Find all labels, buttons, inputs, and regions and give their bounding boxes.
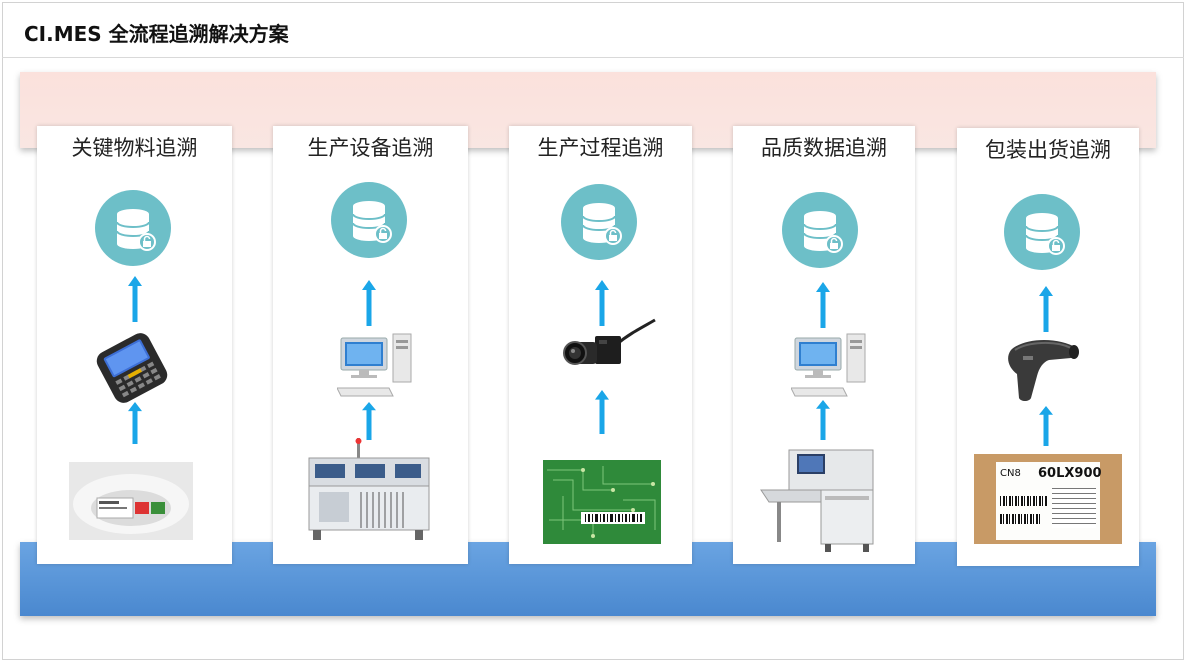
material-reel-photo (69, 462, 193, 540)
page-title: CI.MES 全流程追溯解决方案 (24, 22, 289, 46)
up-arrow-icon (128, 402, 142, 444)
label-model: 60LX900 (1038, 466, 1102, 481)
card-label: 关键物料追溯 (71, 136, 198, 160)
up-arrow-icon (128, 276, 142, 322)
computer-icon (337, 333, 412, 397)
label-barcode (1000, 514, 1040, 524)
up-arrow-icon (816, 400, 830, 440)
up-arrow-icon (362, 280, 376, 326)
title-bar: CI.MES 全流程追溯解决方案 (2, 2, 1184, 58)
up-arrow-icon (1039, 286, 1053, 332)
computer-icon (791, 333, 866, 397)
card-label: 包装出货追溯 (985, 138, 1111, 162)
label-barcode (1000, 496, 1048, 506)
card-production-process: 生产过程追溯 (509, 126, 692, 564)
database-lock-icon (561, 184, 637, 260)
shipping-label: CN8 60LX900 (996, 462, 1102, 540)
industrial-camera-icon (563, 318, 656, 365)
label-code: CN8 (1000, 468, 1021, 479)
card-quality-data: 品质数据追溯 (733, 126, 915, 564)
database-lock-icon (331, 182, 407, 258)
aoi-inspection-machine-photo (760, 449, 874, 552)
up-arrow-icon (1039, 406, 1053, 446)
card-key-material: 关键物料追溯 (37, 126, 232, 564)
up-arrow-icon (362, 402, 376, 440)
label-text-lines (1052, 488, 1096, 528)
up-arrow-icon (595, 390, 609, 434)
pda-scanner-icon (96, 333, 168, 403)
shipping-carton-photo: CN8 60LX900 (974, 454, 1122, 544)
database-lock-icon (1004, 194, 1080, 270)
database-lock-icon (95, 190, 171, 266)
card-label: 生产设备追溯 (307, 136, 434, 160)
card-production-equipment: 生产设备追溯 (273, 126, 468, 564)
card-label: 生产过程追溯 (537, 136, 664, 160)
card-label: 品质数据追溯 (761, 136, 887, 160)
smt-machine-photo (308, 438, 430, 540)
database-lock-icon (782, 192, 858, 268)
barcode-scanner-icon (1008, 339, 1079, 401)
pcb-board-photo (543, 460, 661, 544)
card-packaging-shipment: 包装出货追溯 CN8 60LX900 (957, 128, 1139, 566)
up-arrow-icon (816, 282, 830, 328)
